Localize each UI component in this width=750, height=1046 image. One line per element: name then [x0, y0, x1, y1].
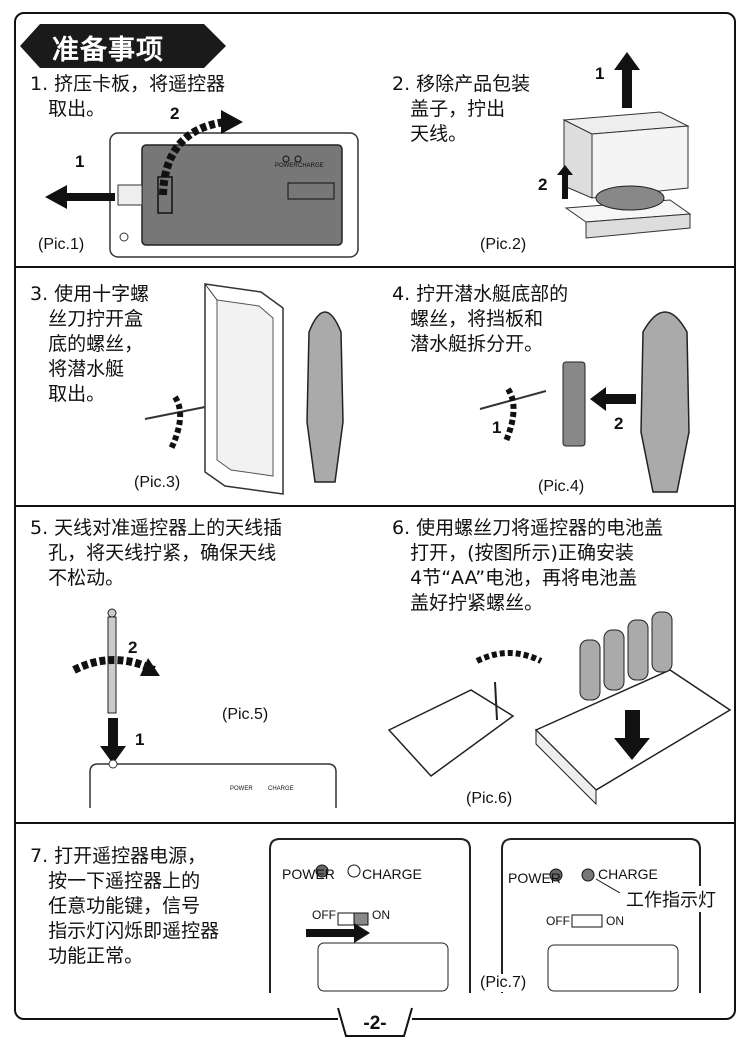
page-number-tab-outline: [337, 1007, 413, 1037]
page-number: -2-: [363, 1013, 387, 1034]
step-5-text: 5. 天线对准遥控器上的天线插 孔，将天线拧紧，确保天线 不松动。: [30, 517, 283, 589]
pic5-remote-top: [89, 759, 337, 808]
pic5-power-label: POWER: [230, 786, 253, 792]
pic7-right-off: OFF: [546, 914, 570, 928]
pic3-box-open: [204, 283, 284, 495]
pic1-arrow-1-label: 1: [75, 152, 85, 171]
step-6-text: 6. 使用螺丝刀将遥控器的电池盖 打开，(按图所示)正确安装 4节“AA”电池，…: [392, 517, 664, 614]
pic5-down-arrow: [100, 718, 126, 764]
pic2-arrow-up: [614, 52, 640, 108]
step-3-text: 3. 使用十字螺 丝刀拧开盒 底的螺丝， 将潜水艇 取出。: [30, 283, 150, 405]
row-divider-2: [14, 505, 736, 507]
pic5-rotate-arrow: [72, 656, 160, 676]
pic5-arrow-2-label: 2: [128, 638, 138, 657]
pic2-box-lid: [562, 111, 692, 239]
pic7-right-power: POWER: [508, 870, 561, 886]
pic1-arrow-2-label: 2: [170, 104, 180, 123]
pic4-caption: (Pic.4): [538, 478, 585, 495]
row-divider-3: [14, 822, 736, 824]
pic4-screwdriver-arrow: [479, 387, 547, 443]
step-1-text: 1. 挤压卡板，将遥控器 取出。: [30, 73, 226, 120]
pic3-submarine: [306, 311, 344, 483]
pic6-screwdriver-arrow: [475, 650, 543, 664]
pic2-antenna-arrow: [557, 165, 573, 199]
pic7-work-indicator-label: 工作指示灯: [626, 886, 716, 912]
pic4-arrow-2-label: 2: [614, 414, 624, 433]
pic7-right-on: ON: [606, 914, 624, 928]
pic7-remote-left: [269, 838, 471, 993]
step-2-text: 2. 移除产品包装 盖子，拧出 天线。: [392, 73, 531, 145]
pic3-screwdriver-arrow: [144, 395, 206, 451]
pic7-right-charge: CHARGE: [598, 866, 658, 882]
row-divider-1: [14, 266, 736, 268]
pic2-arrow-2-label: 2: [538, 175, 548, 194]
pic4-submarine: [640, 311, 690, 493]
pic7-left-off: OFF: [312, 908, 336, 922]
pic1-arrow-curved: [159, 110, 243, 196]
pic7-left-charge: CHARGE: [362, 866, 422, 882]
pic1-power-label: POWER: [275, 163, 298, 169]
pic7-remote-right: [501, 838, 701, 993]
pic5-antenna: [107, 608, 117, 714]
pic1-charge-label: CHARGE: [298, 163, 324, 169]
pic6-remote-batteries: [534, 611, 732, 806]
pic6-battery-cover: [387, 681, 515, 778]
pic1-caption: (Pic.1): [38, 236, 85, 253]
title-banner-shape: [20, 24, 226, 68]
pic7-left-on: ON: [372, 908, 390, 922]
pic7-left-power: POWER: [282, 866, 335, 882]
pic2-arrow-1-label: 1: [595, 64, 605, 83]
pic4-arrow-left: [590, 387, 636, 411]
pic7-caption: (Pic.7): [480, 974, 527, 992]
page-title: 准备事项: [52, 35, 164, 66]
pic5-arrow-1-label: 1: [135, 730, 145, 749]
pic4-plate: [562, 361, 586, 447]
pic2-caption: (Pic.2): [480, 236, 527, 253]
pic4-arrow-1-label: 1: [492, 418, 502, 437]
step-4-text: 4. 拧开潜水艇底部的 螺丝，将挡板和 潜水艇拆分开。: [392, 283, 569, 355]
pic6-caption: (Pic.6): [466, 790, 513, 807]
pic5-charge-label: CHARGE: [268, 786, 294, 792]
pic1-arrow-left: [45, 185, 115, 209]
pic5-caption: (Pic.5): [222, 706, 269, 723]
pic3-caption: (Pic.3): [134, 474, 181, 491]
step-7-text: 7. 打开遥控器电源， 按一下遥控器上的 任意功能键，信号 指示灯闪烁即遥控器 …: [30, 845, 220, 967]
